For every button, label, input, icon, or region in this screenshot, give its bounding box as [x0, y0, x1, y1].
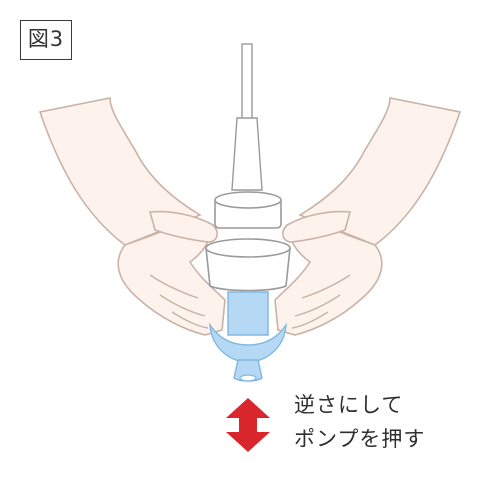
nozzle-tip: [241, 43, 253, 120]
instruction-text: 逆さにして ポンプを押す: [294, 388, 494, 456]
pump-body: [205, 247, 291, 292]
right-thumb: [282, 210, 352, 243]
right-finger-lines: [291, 274, 351, 329]
up-down-arrow-icon: [226, 398, 270, 452]
left-forearm: [38, 97, 202, 246]
liquid-spout-hole: [239, 374, 257, 382]
nozzle-shoulder: [231, 117, 263, 191]
figure-label: 図3: [20, 20, 72, 60]
pump-body-top: [205, 238, 291, 258]
instruction-line-2: ポンプを押す: [294, 427, 426, 451]
cap-collar-top: [214, 191, 282, 209]
instruction-line-1: 逆さにして: [294, 393, 404, 417]
left-thumb: [148, 210, 218, 243]
liquid-tube: [227, 291, 269, 336]
right-forearm: [298, 97, 462, 246]
liquid-cup: [209, 322, 287, 363]
left-finger-lines: [149, 274, 209, 329]
